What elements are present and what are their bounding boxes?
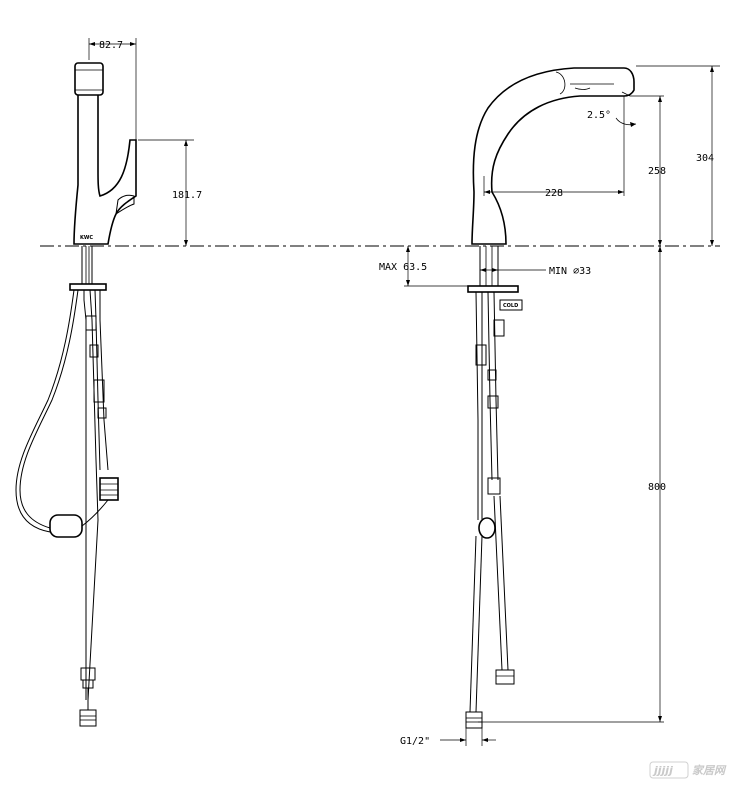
dim-thread: G1/2" <box>400 736 430 747</box>
side-body <box>73 95 137 245</box>
dim-max-63-5: MAX 63.5 <box>379 262 427 273</box>
dim-82-7: 82.7 <box>99 40 123 51</box>
spout-arc <box>472 67 635 193</box>
dim-800: 800 <box>648 482 666 493</box>
front-view-dimensions: 304 258 228 2.5° MAX 63.5 MIN ∅33 <box>379 65 720 747</box>
dim-228: 228 <box>545 188 563 199</box>
front-body <box>471 191 507 245</box>
front-view: COLD <box>465 67 635 729</box>
dim-181-7: 181.7 <box>172 190 202 201</box>
spout-head-cap <box>74 62 104 96</box>
svg-text:jjjjj: jjjjj <box>652 764 673 777</box>
dim-304: 304 <box>696 153 714 164</box>
dim-min-33: MIN ∅33 <box>549 266 591 277</box>
mounting-plate-right <box>467 285 519 293</box>
watermark: jjjjj 家居网 <box>649 761 727 779</box>
side-handle <box>115 194 135 216</box>
mounting-plate-left <box>69 283 107 291</box>
hose-loop-ring <box>478 517 496 539</box>
side-view-dimensions: 82.7 181.7 <box>88 38 202 246</box>
svg-text:COLD: COLD <box>503 303 518 309</box>
side-view: KWC <box>15 62 137 727</box>
svg-text:家居网: 家居网 <box>692 764 727 777</box>
pullout-hose-loop <box>19 289 79 529</box>
dim-258: 258 <box>648 166 666 177</box>
brand-mark: KWC <box>80 235 93 241</box>
hose-connector <box>99 477 119 501</box>
hose-weight <box>49 514 83 538</box>
cold-tag <box>499 299 523 311</box>
dim-angle: 2.5° <box>587 110 611 121</box>
